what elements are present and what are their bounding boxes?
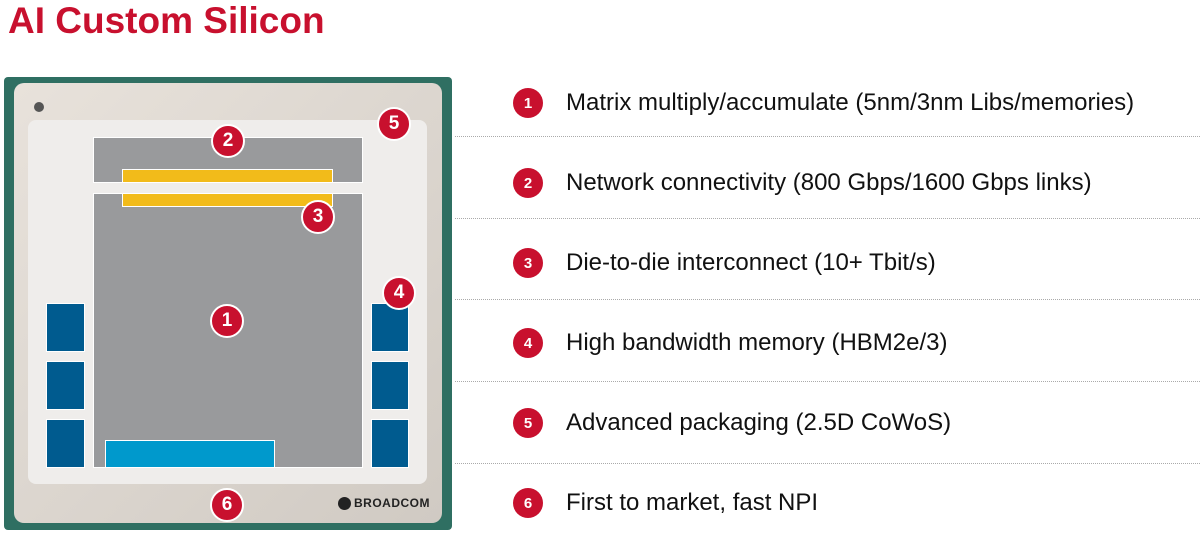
hbm-stack xyxy=(46,361,85,410)
hbm-stack xyxy=(371,361,409,410)
broadcom-logo-text: BROADCOM xyxy=(354,496,430,510)
page-title: AI Custom Silicon xyxy=(8,0,325,41)
broadcom-logo-icon xyxy=(338,496,351,510)
divider xyxy=(455,463,1200,464)
divider xyxy=(455,299,1200,300)
item-text: Die-to-die interconnect (10+ Tbit/s) xyxy=(566,249,936,276)
broadcom-logo: BROADCOM xyxy=(338,496,430,510)
list-item: 2 Network connectivity (800 Gbps/1600 Gb… xyxy=(513,168,1092,198)
item-number: 3 xyxy=(513,248,543,278)
item-text: First to market, fast NPI xyxy=(566,489,819,516)
marker-3: 3 xyxy=(301,200,335,234)
item-text: High bandwidth memory (HBM2e/3) xyxy=(566,329,948,356)
hbm-stack xyxy=(371,419,409,468)
list-item: 3 Die-to-die interconnect (10+ Tbit/s) xyxy=(513,248,936,278)
item-text: Network connectivity (800 Gbps/1600 Gbps… xyxy=(566,169,1092,196)
list-item: 1 Matrix multiply/accumulate (5nm/3nm Li… xyxy=(513,88,1134,118)
divider xyxy=(455,218,1200,219)
marker-1: 1 xyxy=(210,304,244,338)
marker-5: 5 xyxy=(377,107,411,141)
hbm-stack xyxy=(46,419,85,468)
marker-6: 6 xyxy=(210,488,244,522)
marker-2: 2 xyxy=(211,124,245,158)
d2d-link-bottom xyxy=(122,193,333,207)
d2d-link-top xyxy=(122,169,333,183)
item-text: Advanced packaging (2.5D CoWoS) xyxy=(566,409,952,436)
item-number: 4 xyxy=(513,328,543,358)
io-block xyxy=(105,440,275,468)
hbm-stack xyxy=(46,303,85,352)
item-number: 5 xyxy=(513,408,543,438)
marker-4: 4 xyxy=(382,276,416,310)
list-item: 6 First to market, fast NPI xyxy=(513,488,818,518)
item-number: 2 xyxy=(513,168,543,198)
pin1-marker xyxy=(34,102,44,112)
divider xyxy=(455,136,1200,137)
list-item: 4 High bandwidth memory (HBM2e/3) xyxy=(513,328,947,358)
item-number: 1 xyxy=(513,88,543,118)
item-number: 6 xyxy=(513,488,543,518)
list-item: 5 Advanced packaging (2.5D CoWoS) xyxy=(513,408,951,438)
item-text: Matrix multiply/accumulate (5nm/3nm Libs… xyxy=(566,89,1135,116)
hbm-stack xyxy=(371,303,409,352)
divider xyxy=(455,381,1200,382)
